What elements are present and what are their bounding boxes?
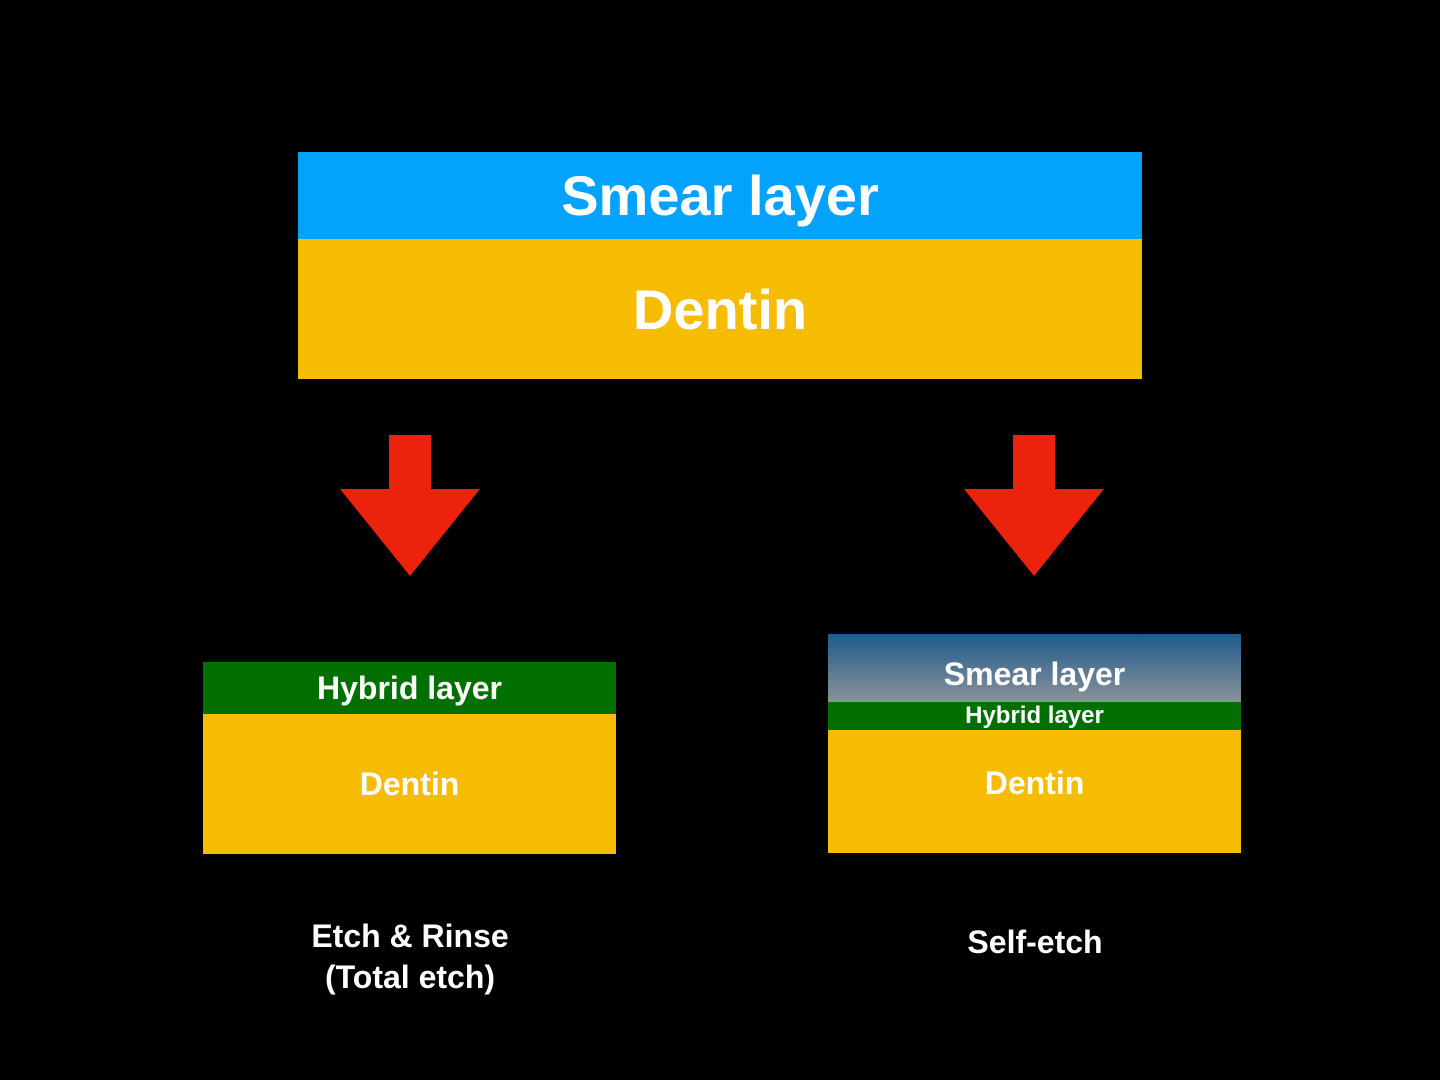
right-hybrid-layer: Hybrid layer <box>828 702 1241 730</box>
left-hybrid-layer: Hybrid layer <box>203 662 616 714</box>
self-etch-result: Smear layer Hybrid layer Dentin <box>828 634 1241 853</box>
self-etch-caption: Self-etch <box>967 924 1103 960</box>
etch-rinse-caption-line2: (Total etch) <box>324 959 496 995</box>
top-dentin-layer: Dentin <box>298 239 1142 379</box>
right-down-arrow-icon <box>964 435 1104 576</box>
left-dentin-layer: Dentin <box>203 714 616 854</box>
etch-rinse-caption: Etch & Rinse (Total etch) <box>230 916 590 998</box>
top-smear-layer: Smear layer <box>298 152 1142 239</box>
right-smear-layer: Smear layer <box>828 634 1241 702</box>
right-dentin-layer: Dentin <box>828 730 1241 853</box>
initial-tooth-structure: Smear layer Dentin <box>298 152 1142 379</box>
left-down-arrow-icon <box>340 435 480 576</box>
etch-rinse-caption-line1: Etch & Rinse <box>311 918 509 954</box>
etch-rinse-result: Hybrid layer Dentin <box>203 662 616 854</box>
